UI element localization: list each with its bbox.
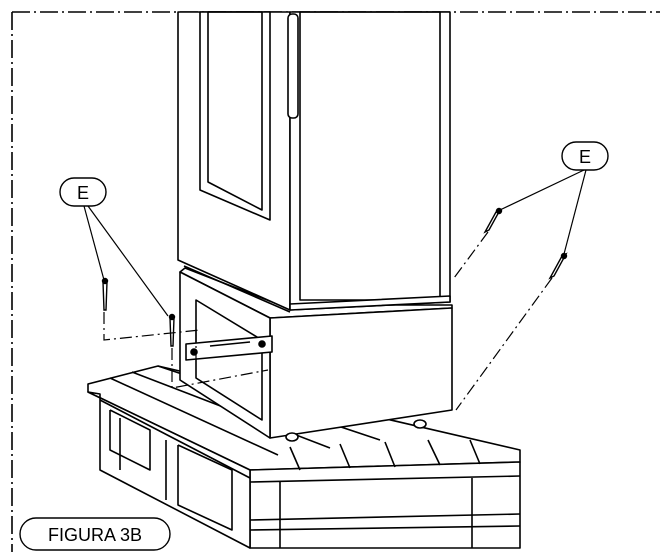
- callout-left-text: E: [77, 183, 89, 203]
- callout-right: E: [561, 141, 609, 171]
- figure-label-text: FIGURA 3B: [48, 525, 142, 545]
- oven-cabinet: [177, 11, 451, 313]
- assembly-paths: [103, 231, 553, 411]
- leader-lines: [83, 169, 587, 317]
- screw-left-1: [101, 277, 109, 311]
- screw-left-2: [168, 313, 176, 347]
- callout-right-text: E: [579, 147, 591, 167]
- figure-label: FIGURA 3B: [19, 517, 171, 551]
- screw-right-2: [548, 252, 568, 280]
- callout-left: E: [59, 177, 107, 207]
- screw-right-1: [483, 207, 503, 234]
